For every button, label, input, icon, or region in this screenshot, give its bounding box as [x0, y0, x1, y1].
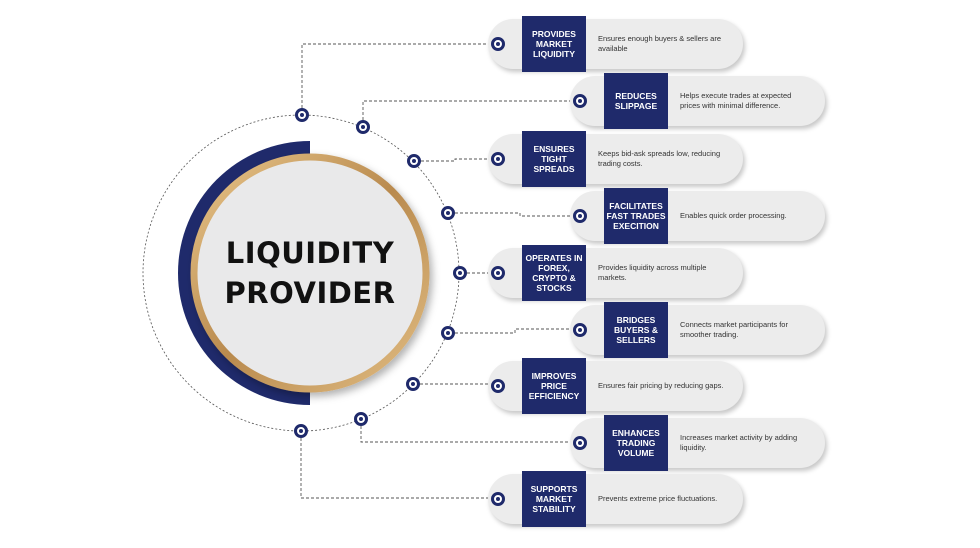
- feature-card: IMPROVES PRICE EFFICIENCY Ensures fair p…: [488, 358, 743, 414]
- feature-description: Increases market activity by adding liqu…: [680, 433, 798, 452]
- target-node-icon: [573, 94, 587, 108]
- feature-card: ENSURES TIGHT SPREADS Keeps bid-ask spre…: [488, 131, 743, 187]
- feature-card: OPERATES IN FOREX, CRYPTO & STOCKS Provi…: [488, 245, 743, 301]
- connector-line: [362, 100, 573, 120]
- feature-title: BRIDGES BUYERS & SELLERS: [604, 302, 668, 358]
- connector-line: [455, 212, 573, 217]
- target-node-icon: [573, 209, 587, 223]
- feature-description: Ensures fair pricing by reducing gaps.: [598, 381, 724, 390]
- feature-title: REDUCES SLIPPAGE: [604, 73, 668, 129]
- feature-title: FACILITATES FAST TRADES EXECITION: [604, 188, 668, 244]
- target-node-icon: [491, 266, 505, 280]
- feature-description: Connects market participants for smoothe…: [680, 320, 788, 339]
- feature-title: OPERATES IN FOREX, CRYPTO & STOCKS: [522, 245, 586, 301]
- ring-node-icon: [406, 377, 420, 391]
- feature-card: REDUCES SLIPPAGE Helps execute trades at…: [570, 73, 825, 129]
- feature-description: Ensures enough buyers & sellers are avai…: [598, 34, 721, 53]
- feature-description: Provides liquidity across multiple marke…: [598, 263, 707, 282]
- feature-description: Enables quick order processing.: [680, 211, 787, 220]
- feature-title: IMPROVES PRICE EFFICIENCY: [522, 358, 586, 414]
- feature-card: BRIDGES BUYERS & SELLERS Connects market…: [570, 302, 825, 358]
- ring-node-icon: [295, 108, 309, 122]
- ring-node-icon: [407, 154, 421, 168]
- connector-line: [455, 328, 573, 334]
- center-title: LIQUIDITY PROVIDER: [194, 157, 426, 389]
- feature-description: Prevents extreme price fluctuations.: [598, 494, 718, 503]
- feature-title: ENHANCES TRADING VOLUME: [604, 415, 668, 471]
- target-node-icon: [491, 379, 505, 393]
- feature-title: ENSURES TIGHT SPREADS: [522, 131, 586, 187]
- target-node-icon: [491, 152, 505, 166]
- center-title-line2: PROVIDER: [224, 276, 396, 310]
- connector-line: [300, 438, 490, 499]
- connector-line: [421, 158, 490, 162]
- feature-card: SUPPORTS MARKET STABILITY Prevents extre…: [488, 471, 743, 527]
- feature-description: Helps execute trades at expected prices …: [680, 91, 792, 110]
- target-node-icon: [491, 37, 505, 51]
- ring-node-icon: [441, 326, 455, 340]
- ring-node-icon: [441, 206, 455, 220]
- connector-line: [360, 426, 573, 443]
- feature-card: ENHANCES TRADING VOLUME Increases market…: [570, 415, 825, 471]
- feature-title: PROVIDES MARKET LIQUIDITY: [522, 16, 586, 72]
- ring-node-icon: [294, 424, 308, 438]
- ring-node-icon: [356, 120, 370, 134]
- feature-card: PROVIDES MARKET LIQUIDITY Ensures enough…: [488, 16, 743, 72]
- target-node-icon: [573, 323, 587, 337]
- target-node-icon: [491, 492, 505, 506]
- center-title-line1: LIQUIDITY: [225, 236, 395, 270]
- connector-line: [301, 43, 490, 108]
- feature-card: FACILITATES FAST TRADES EXECITION Enable…: [570, 188, 825, 244]
- target-node-icon: [573, 436, 587, 450]
- ring-node-icon: [354, 412, 368, 426]
- ring-node-icon: [453, 266, 467, 280]
- center-circle: [190, 153, 430, 393]
- feature-description: Keeps bid-ask spreads low, reducing trad…: [598, 149, 721, 168]
- feature-title: SUPPORTS MARKET STABILITY: [522, 471, 586, 527]
